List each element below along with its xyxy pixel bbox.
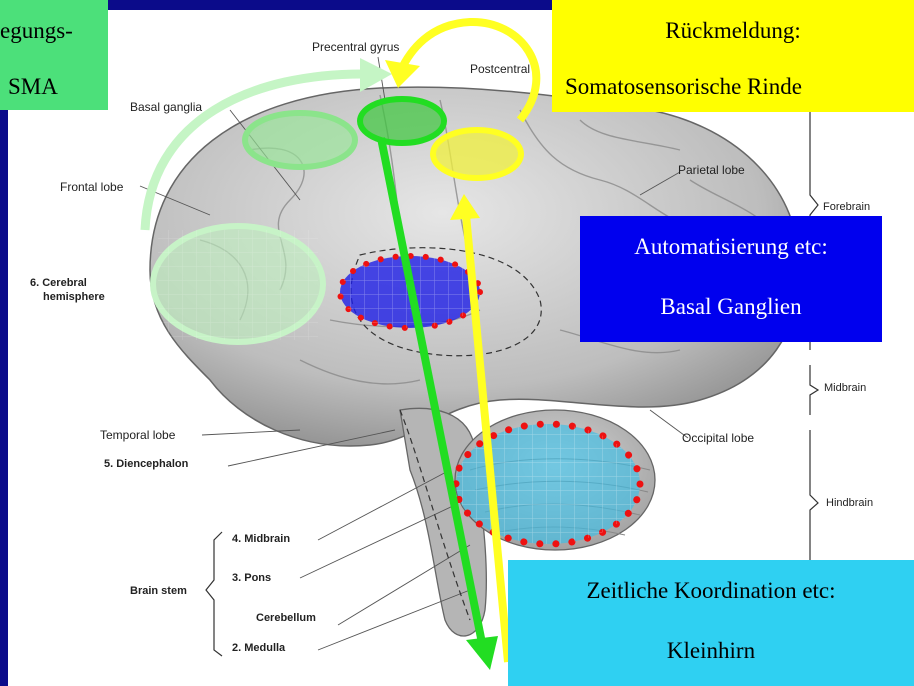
label-cerebral-2: hemisphere xyxy=(43,291,105,303)
sma-callout-line2: SMA xyxy=(8,68,58,106)
feedback-callout: Rückmeldung: Somatosensorische Rinde xyxy=(552,0,914,112)
basal-ganglia-callout: Automatisierung etc: Basal Ganglien xyxy=(580,216,882,342)
motor-cortex-highlight xyxy=(360,99,444,143)
feedback-callout-line2: Somatosensorische Rinde xyxy=(565,68,802,106)
label-pons: 3. Pons xyxy=(232,572,271,584)
cerebellum-callout-line2: Kleinhirn xyxy=(508,632,914,670)
cerebellum-callout: Zeitliche Koordination etc: Kleinhirn xyxy=(508,560,914,686)
label-occipital: Occipital lobe xyxy=(682,431,754,445)
label-cerebral-1: 6. Cerebral xyxy=(30,277,87,289)
label-forebrain: Forebrain xyxy=(823,201,870,213)
label-parietal: Parietal lobe xyxy=(678,163,745,177)
sma-callout-line1: egungs- xyxy=(0,12,73,50)
label-hindbrain: Hindbrain xyxy=(826,497,873,509)
label-precentral: Precentral gyrus xyxy=(312,40,399,54)
somatosensory-highlight xyxy=(433,130,521,178)
label-midbrain-region: Midbrain xyxy=(824,382,866,394)
label-diencephalon: 5. Diencephalon xyxy=(104,458,188,470)
label-basal-ganglia: Basal ganglia xyxy=(130,100,202,114)
sma-callout: egungs- SMA xyxy=(0,0,108,110)
label-midbrain: 4. Midbrain xyxy=(232,533,290,545)
label-postcentral: Postcentral xyxy=(470,62,530,76)
label-temporal: Temporal lobe xyxy=(100,428,175,442)
feedback-callout-line1: Rückmeldung: xyxy=(552,12,914,50)
label-brain-stem: Brain stem xyxy=(130,585,187,597)
label-medulla: 2. Medulla xyxy=(232,642,285,654)
basal-ganglia-callout-line2: Basal Ganglien xyxy=(580,288,882,326)
label-frontal: Frontal lobe xyxy=(60,180,123,194)
label-cerebellum: Cerebellum xyxy=(256,612,316,624)
cerebellum-callout-line1: Zeitliche Koordination etc: xyxy=(508,572,914,610)
sma-region-highlight xyxy=(245,113,355,167)
basal-ganglia-callout-line1: Automatisierung etc: xyxy=(580,228,882,266)
